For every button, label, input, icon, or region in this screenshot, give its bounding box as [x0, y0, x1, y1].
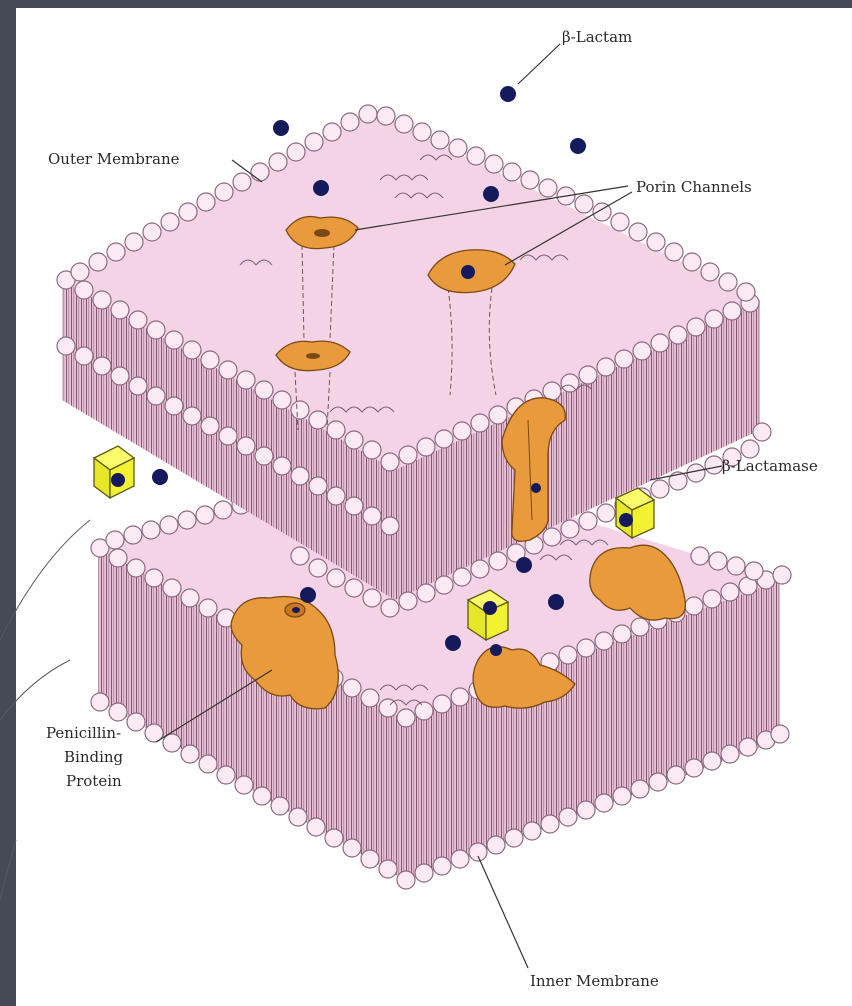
beta-lactamase-label: β-Lactamase: [722, 457, 818, 475]
slide-decoration: [0, 520, 90, 900]
penicillin-binding-label-line1: Penicillin-: [46, 724, 121, 742]
beta-lactam-label: β-Lactam: [562, 28, 632, 46]
inner-membrane-label: Inner Membrane: [530, 972, 659, 990]
penicillin-binding-label-line3: Protein: [66, 772, 122, 790]
penicillin-binding-label-line2: Binding: [64, 748, 124, 766]
beta-lactamase-block-right: [616, 488, 654, 538]
beta-lactamase-block-center: [468, 590, 508, 640]
porin-channels-label: Porin Channels: [636, 178, 752, 196]
outer-membrane-label: Outer Membrane: [48, 150, 180, 168]
beta-lactamase-block-left: [94, 446, 134, 498]
